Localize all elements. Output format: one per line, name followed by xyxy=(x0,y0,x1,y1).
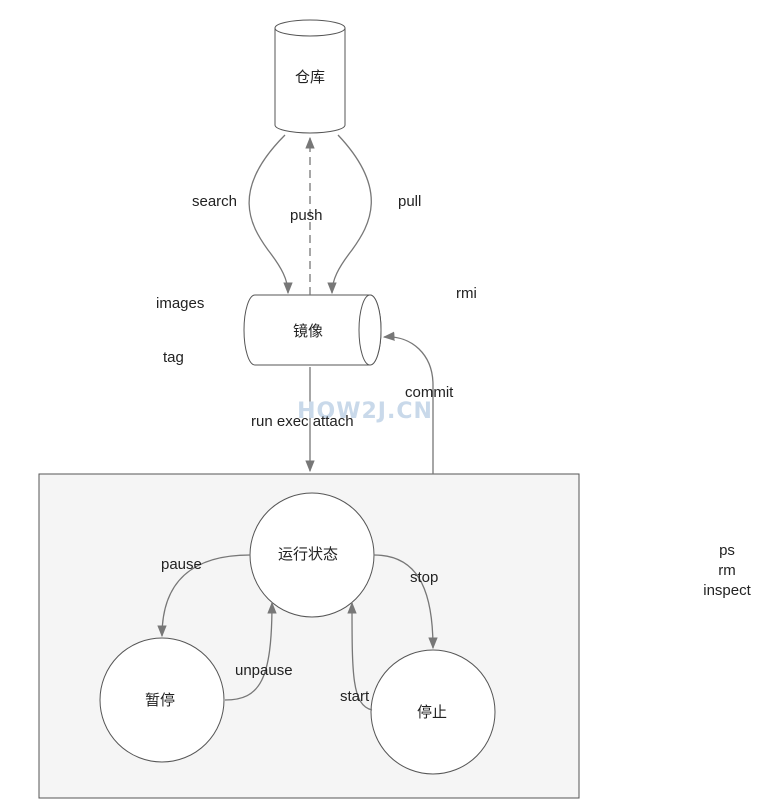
images-command-label: images xyxy=(156,295,204,312)
paused-node xyxy=(99,637,225,763)
stopped-label: 停止 xyxy=(417,703,447,721)
image-node xyxy=(243,294,382,366)
inspect-command-label: inspect xyxy=(703,582,751,599)
start-label: start xyxy=(340,688,370,705)
pause-edge xyxy=(157,554,251,638)
watermark: HOW2J.CN xyxy=(297,399,433,424)
rmi-command-label: rmi xyxy=(456,285,477,302)
unpause-edge xyxy=(224,601,277,701)
pull-edge xyxy=(327,134,372,295)
pause-label: pause xyxy=(161,556,202,573)
search-edge xyxy=(248,134,293,295)
commit-label: commit xyxy=(405,384,454,401)
push-label: push xyxy=(290,207,323,224)
stop-edge xyxy=(373,554,438,650)
run-exec-attach-label: run exec attach xyxy=(251,413,354,430)
unpause-label: unpause xyxy=(235,662,293,679)
stopped-node xyxy=(370,649,496,775)
commit-edge xyxy=(382,331,434,474)
running-label: 运行状态 xyxy=(278,545,338,563)
ps-command-label: ps xyxy=(719,542,735,559)
tag-command-label: tag xyxy=(163,349,184,366)
repository-node xyxy=(274,19,346,134)
stop-label: stop xyxy=(410,569,438,586)
paused-label: 暂停 xyxy=(145,691,175,709)
search-label: search xyxy=(192,193,237,210)
image-label: 镜像 xyxy=(293,322,323,340)
repository-label: 仓库 xyxy=(295,68,325,86)
pull-label: pull xyxy=(398,193,421,210)
start-edge xyxy=(347,601,373,711)
rm-command-label: rm xyxy=(718,562,736,579)
